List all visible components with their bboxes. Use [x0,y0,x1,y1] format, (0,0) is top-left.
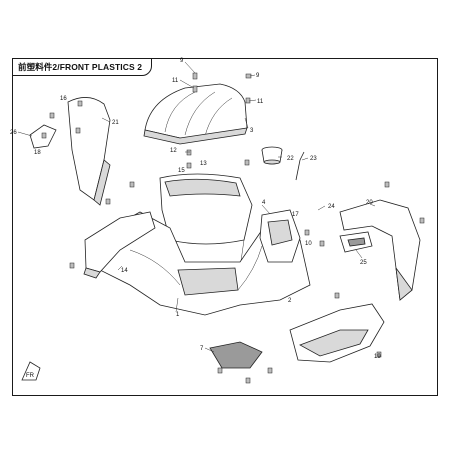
right-fender-part [339,199,421,301]
orientation-badge: FR [21,361,41,381]
right-bracket-part [339,231,373,253]
callout-26: 26 [10,130,17,136]
callout-20: 20 [366,200,373,206]
callout-25: 25 [360,260,367,266]
callout-22: 22 [287,156,294,162]
front-cover-part [143,83,248,145]
orientation-badge-text: FR [26,373,35,379]
front-lower-panel-part [89,211,311,316]
callout-17: 17 [292,212,299,218]
right-inner-panel-part [259,209,301,263]
title-tab [12,58,152,76]
callout-18: 18 [34,150,41,156]
callout-16: 16 [60,96,67,102]
callout-19: 19 [374,354,381,360]
callout-2: 2 [288,298,292,304]
left-fender-part [29,97,111,206]
callout-labels: 1 2 3 4 7 9 9 10 11 11 12 13 14 15 16 17… [10,58,381,360]
fasteners [41,72,425,384]
callout-15: 15 [178,168,185,174]
right-front-panel-part [289,303,385,363]
left-front-fender-part [83,211,156,279]
callout-9-right: 9 [256,73,260,79]
leader-lines [17,61,376,353]
diagram-frame [12,58,438,396]
callout-14: 14 [121,268,128,274]
callout-11-left: 11 [172,78,179,84]
diagram-title: 前塑料件2/FRONT PLASTICS 2 [18,62,143,72]
callout-23: 23 [310,156,317,162]
callout-7: 7 [200,346,204,352]
rod-part [295,151,305,181]
callout-1: 1 [176,312,180,318]
cap-part [261,146,283,165]
callout-12: 12 [170,148,177,154]
callout-10: 10 [305,241,312,247]
callout-9-top: 9 [180,58,184,64]
callout-3: 3 [250,128,254,134]
center-cover-part [209,341,263,369]
callout-13-a: 13 [200,161,207,167]
callout-11-right: 11 [257,99,264,105]
callout-4: 4 [262,200,266,206]
callout-21: 21 [112,120,119,126]
storage-box-part [159,173,253,271]
callout-24: 24 [328,204,335,210]
